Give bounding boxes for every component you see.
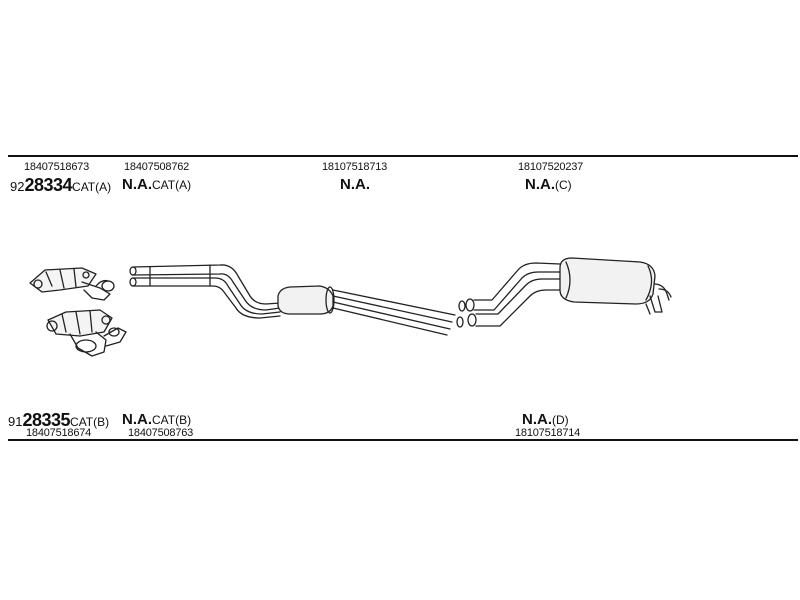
middle-pipe — [332, 289, 466, 336]
label-suffix: (C) — [555, 178, 572, 192]
label-top-3: N.A. — [340, 176, 370, 194]
label-suffix: CAT(A) — [152, 178, 192, 192]
label-code: N.A. — [522, 411, 552, 428]
label-suffix: CAT(B) — [70, 415, 110, 429]
rear-connecting-pipe — [465, 262, 561, 327]
label-suffix: CAT(B) — [152, 413, 192, 427]
label-code: N.A. — [122, 411, 152, 428]
label-code: 28334 — [24, 175, 73, 195]
label-top-4: N.A.(C) — [525, 176, 572, 194]
label-code: N.A. — [340, 176, 370, 193]
part-number-top-1: 18407518673 — [24, 161, 90, 173]
label-code: N.A. — [122, 176, 152, 193]
part-number-bottom-1: 18407518674 — [26, 427, 92, 439]
label-bottom-2: N.A.CAT(B) — [122, 411, 191, 429]
catalytic-converter-a — [29, 267, 115, 301]
label-top-1: 9228334CAT(A) — [10, 175, 111, 196]
bottom-divider-line — [8, 439, 798, 441]
part-number-top-3: 18107518713 — [322, 161, 388, 173]
rear-muffler — [559, 257, 656, 305]
part-number-top-4: 18107520237 — [518, 161, 584, 173]
top-divider-line — [8, 155, 798, 157]
front-pipe — [129, 264, 281, 319]
label-bottom-3: N.A.(D) — [522, 411, 569, 429]
part-number-bottom-3: 18107518714 — [515, 427, 581, 439]
label-top-2: N.A.CAT(A) — [122, 176, 191, 194]
part-number-top-2: 18407508762 — [124, 161, 190, 173]
label-prefix: 91 — [8, 414, 23, 429]
label-suffix: (D) — [552, 413, 569, 427]
part-number-bottom-2: 18407508763 — [128, 427, 194, 439]
label-code: 28335 — [22, 410, 71, 430]
label-suffix: CAT(A) — [72, 180, 112, 194]
label-prefix: 92 — [10, 179, 25, 194]
label-code: N.A. — [525, 176, 555, 193]
tail-pipe — [645, 283, 672, 315]
centre-silencer — [277, 285, 335, 315]
catalytic-converter-b — [46, 309, 127, 357]
label-bottom-1: 9128335CAT(B) — [8, 410, 109, 431]
